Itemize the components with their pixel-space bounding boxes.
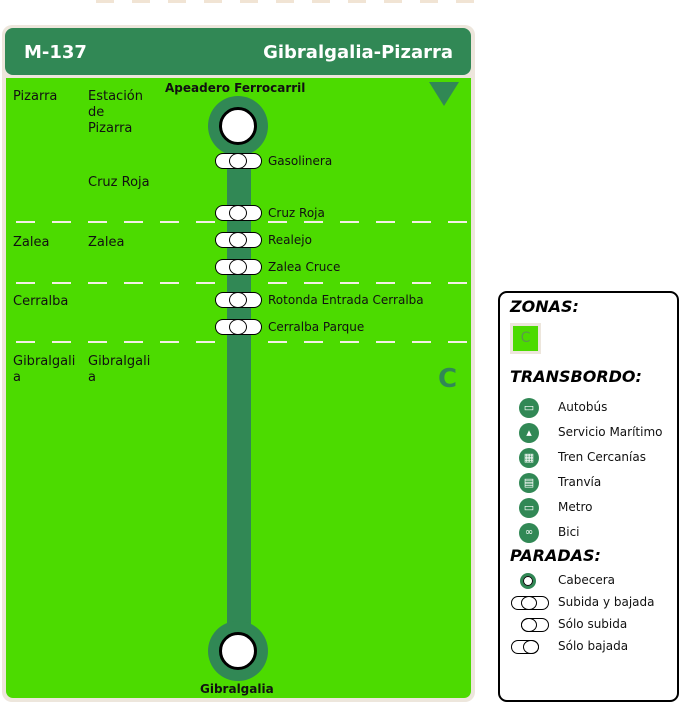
- start-terminal-stop[interactable]: [208, 96, 268, 156]
- line-code: M-137: [24, 42, 87, 63]
- board-only-icon: [521, 617, 549, 632]
- transfer-label: Tranvía: [558, 475, 602, 489]
- stop-marker-board-alight[interactable]: [215, 231, 262, 248]
- route-name: Gibralgalia-Pizarra: [263, 42, 453, 63]
- stop-marker-board-alight[interactable]: [215, 258, 262, 275]
- tram-icon: ▤: [519, 473, 539, 493]
- stop-name[interactable]: Zalea Cruce: [268, 260, 341, 274]
- stop-marker-board-alight[interactable]: [215, 152, 262, 169]
- legend-stops-title: PARADAS:: [510, 546, 601, 565]
- stop-name[interactable]: Realejo: [268, 233, 312, 247]
- transfer-label: Metro: [558, 500, 593, 514]
- terminal-circle-icon: [219, 632, 257, 670]
- ferry-icon: ▴: [519, 423, 539, 443]
- legend-zones-title: ZONAS:: [510, 297, 579, 316]
- stop-type-label: Cabecera: [558, 573, 615, 587]
- zone-letter: C: [438, 364, 458, 394]
- stop-type-label: Subida y bajada: [558, 595, 655, 609]
- terminal-stop-icon: [520, 573, 536, 589]
- zone-swatch: C: [510, 323, 541, 354]
- alight-only-icon: [511, 639, 539, 654]
- end-terminal-name: Gibralgalia: [200, 682, 274, 696]
- transfer-label: Servicio Marítimo: [558, 425, 663, 439]
- bus-icon: ▭: [519, 398, 539, 418]
- municipality-label: Gibralgali a: [13, 354, 76, 385]
- stop-type-label: Sólo subida: [558, 617, 628, 631]
- route-line: [227, 140, 251, 640]
- stop-name[interactable]: Cruz Roja: [268, 206, 325, 220]
- stop-name[interactable]: Cerralba Parque: [268, 320, 365, 334]
- terminal-circle-icon: [219, 107, 257, 145]
- stop-name[interactable]: Rotonda Entrada Cerralba: [268, 293, 424, 307]
- transfer-label: Autobús: [558, 400, 608, 414]
- stop-name[interactable]: Gasolinera: [268, 154, 333, 168]
- locality-label: Cruz Roja: [88, 175, 150, 190]
- legend-transfer-title: TRANSBORDO:: [510, 367, 642, 386]
- route-header: M-137 Gibralgalia-Pizarra: [5, 28, 471, 75]
- train-icon: ▦: [519, 448, 539, 468]
- stop-marker-board-alight[interactable]: [215, 318, 262, 335]
- bike-icon: ∞: [519, 523, 539, 543]
- transfer-label: Bici: [558, 525, 580, 539]
- locality-label: Zalea: [88, 235, 125, 250]
- direction-arrow-icon: [429, 82, 459, 106]
- municipality-label: Zalea: [13, 235, 50, 250]
- start-terminal-name: Apeadero Ferrocarril: [165, 81, 306, 95]
- top-dashed-border: [96, 0, 476, 3]
- municipality-label: Cerralba: [13, 294, 69, 309]
- metro-icon: ▭: [519, 498, 539, 518]
- stop-marker-board-alight[interactable]: [215, 204, 262, 221]
- stop-marker-board-alight[interactable]: [215, 291, 262, 308]
- stop-type-label: Sólo bajada: [558, 639, 629, 653]
- municipality-label: Pizarra: [13, 89, 58, 104]
- legend-box: ZONAS: C TRANSBORDO: ▭ Autobús ▴ Servici…: [498, 291, 679, 702]
- locality-label: Gibralgali a: [88, 354, 151, 385]
- zone-swatch-letter: C: [513, 326, 538, 351]
- locality-label: Estación de Pizarra: [88, 89, 144, 136]
- transfer-label: Tren Cercanías: [558, 450, 646, 464]
- board-alight-icon: [511, 595, 549, 610]
- end-terminal-stop[interactable]: [208, 621, 268, 681]
